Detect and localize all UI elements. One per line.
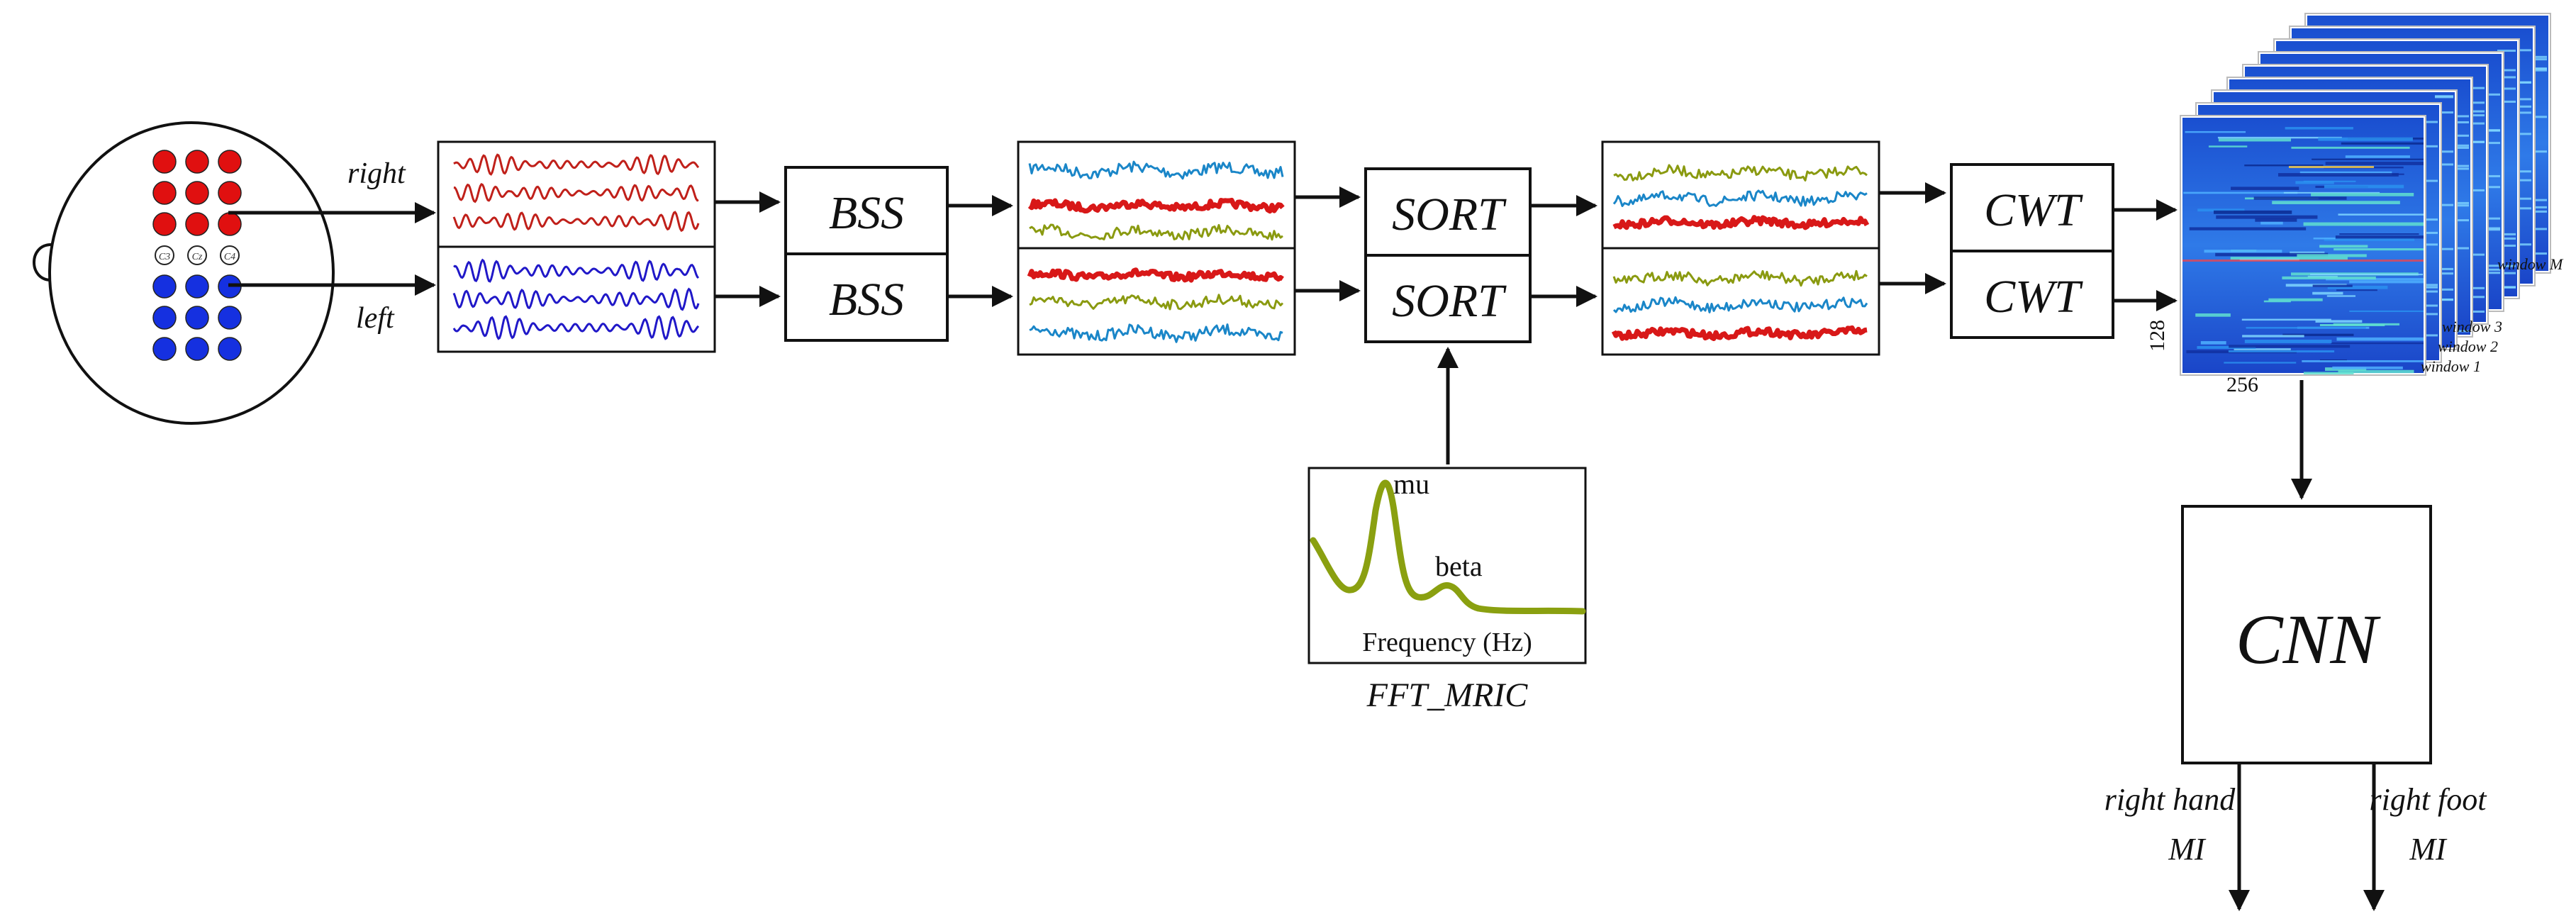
sort-box-bottom: [1364, 254, 1532, 343]
component-trace: [1612, 296, 1868, 313]
left-label: left: [356, 302, 395, 335]
right-eeg-waves: [452, 153, 700, 233]
electrode: [185, 306, 209, 330]
fft-spectrum-curve: [1310, 479, 1586, 615]
eeg-trace: [453, 258, 700, 283]
spectrogram-window: [2180, 115, 2426, 376]
electrode: [187, 245, 207, 265]
eeg-trace: [452, 287, 700, 311]
component-trace: [1612, 189, 1868, 207]
cwt-label-top: CWT: [1984, 184, 2083, 236]
head-diagram: C3 Cz C4: [33, 121, 335, 425]
bss-label-bottom: BSS: [829, 274, 904, 325]
raw-signal-panel: [437, 140, 716, 353]
ear-icon: [33, 243, 52, 282]
electrode: [218, 337, 242, 361]
left-signal-box: [437, 245, 716, 353]
electrode: [185, 274, 209, 299]
eeg-trace: [453, 153, 700, 176]
component-traces: [1027, 160, 1285, 343]
electrode: [152, 274, 177, 299]
eeg-trace: [452, 211, 700, 233]
cwt-label-bottom: CWT: [1984, 271, 2083, 323]
electrode: [155, 245, 174, 265]
electrode: [152, 150, 177, 174]
sorted-traces: [1611, 164, 1870, 341]
bss-label-top: BSS: [829, 187, 904, 239]
output-hand-label: right hand: [2104, 782, 2236, 817]
cwt-block-bottom: CWT: [1950, 250, 2114, 339]
electrode: [152, 212, 177, 236]
component-trace: [1029, 294, 1284, 311]
component-trace: [1612, 215, 1870, 230]
bss-box-top: [784, 166, 949, 255]
bss-box-bottom: [784, 252, 949, 342]
mu-peak-label: mu: [1393, 468, 1429, 500]
electrode-label: C3: [159, 252, 170, 262]
separated-components-panel: [1017, 140, 1296, 356]
electrode: [218, 306, 242, 330]
left-eeg-waves: [452, 258, 700, 340]
electrode: [185, 337, 209, 361]
electrode: [185, 150, 209, 174]
sort-label-bottom: SORT: [1392, 275, 1507, 327]
window-1-label: window 1: [2421, 357, 2481, 375]
sorted-box-top: [1601, 140, 1880, 250]
output-foot-label: right foot: [2369, 782, 2487, 817]
electrode-label: C4: [224, 252, 235, 262]
fft-box: [1307, 467, 1587, 664]
bss-block-bottom: BSS: [784, 252, 949, 342]
eeg-trace: [452, 315, 700, 340]
right-label: right: [347, 157, 406, 190]
sort-block-bottom: SORT: [1364, 254, 1532, 343]
electrode: [220, 245, 240, 265]
component-trace: [1027, 267, 1284, 283]
electrode: [218, 212, 242, 236]
output-hand-mi: MI: [2168, 832, 2207, 867]
electrode: [152, 181, 177, 205]
sort-block-top: SORT: [1364, 167, 1532, 257]
electrode: [218, 150, 242, 174]
sort-box-top: [1364, 167, 1532, 257]
component-trace: [1029, 323, 1283, 343]
component-trace: [1613, 164, 1868, 182]
electrode: [185, 212, 209, 236]
electrode: [152, 337, 177, 361]
window-3-label: window 3: [2442, 318, 2502, 335]
head-outline: [48, 121, 335, 425]
component-trace: [1611, 325, 1868, 341]
component-trace: [1028, 160, 1284, 180]
fft-caption: FFT_MRIC: [1366, 676, 1529, 714]
cnn-box: [2181, 505, 2432, 764]
spectrogram-height-label: 128: [2146, 320, 2169, 352]
cnn-label: CNN: [2236, 600, 2381, 679]
output-foot-mi: MI: [2409, 832, 2448, 867]
spectrogram-width-label: 256: [2226, 373, 2258, 396]
cnn-block: CNN: [2181, 505, 2432, 764]
electrode-label: Cz: [192, 252, 203, 262]
component-trace: [1029, 223, 1283, 241]
window-2-label: window 2: [2438, 338, 2498, 355]
electrode: [218, 181, 242, 205]
cwt-block-top: CWT: [1950, 163, 2114, 252]
spectrogram-stack: [2180, 13, 2551, 376]
electrode: [185, 181, 209, 205]
sorted-box-bottom: [1601, 247, 1880, 356]
bss-block-top: BSS: [784, 166, 949, 255]
component-trace: [1027, 197, 1285, 214]
fft-axis-label: Frequency (Hz): [1362, 628, 1532, 657]
electrode: [152, 306, 177, 330]
cwt-box-bottom: [1950, 250, 2114, 339]
beta-peak-label: beta: [1435, 550, 1483, 582]
component-trace: [1612, 269, 1868, 287]
fft-mric-panel: mu beta Frequency (Hz): [1307, 467, 1587, 664]
window-m-label: window M: [2497, 255, 2564, 273]
electrode-grid: C3 Cz C4: [152, 150, 242, 361]
sort-label-top: SORT: [1392, 189, 1507, 240]
eeg-trace: [453, 183, 699, 204]
sorted-components-panel: [1601, 140, 1880, 356]
